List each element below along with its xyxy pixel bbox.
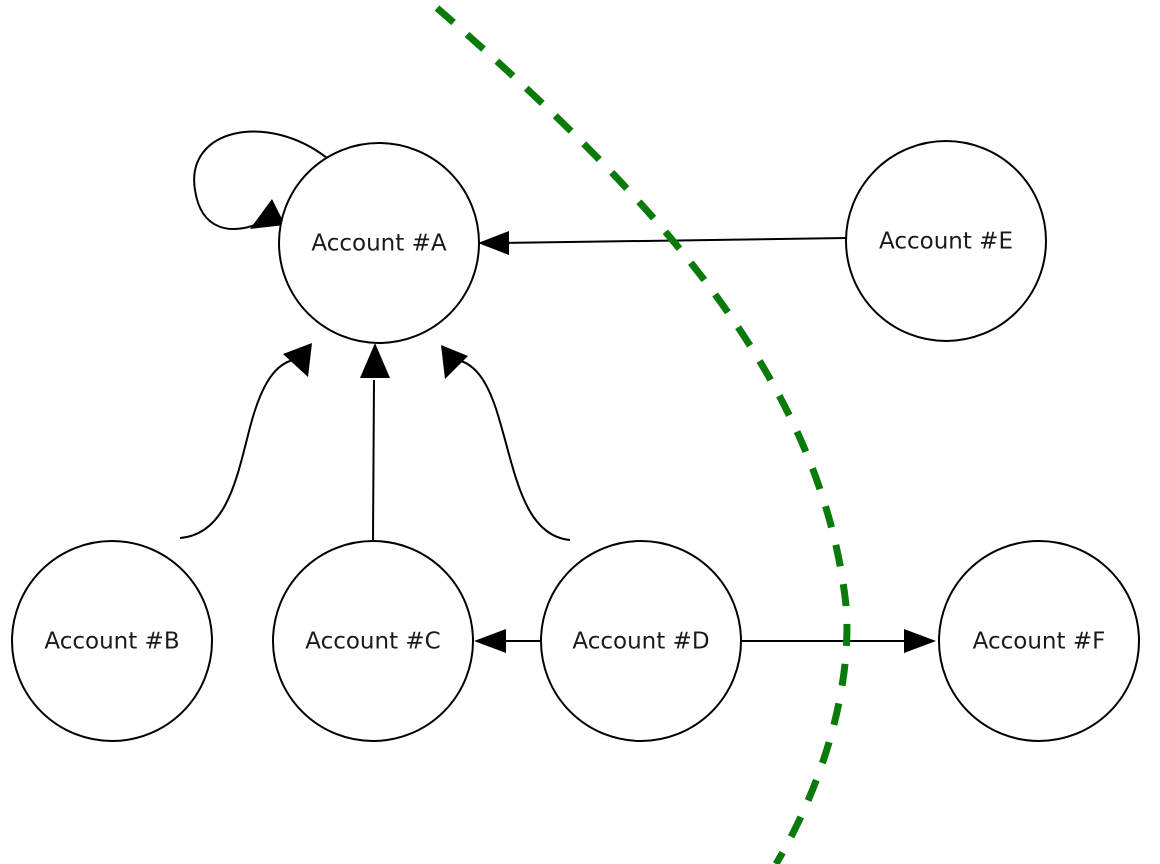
- edge-c-to-a-path: [372, 379, 375, 541]
- node-account-a[interactable]: Account #A: [278, 142, 480, 344]
- edge-d-to-a[interactable]: [441, 345, 571, 541]
- edge-a-to-a[interactable]: [193, 130, 328, 230]
- edge-e-to-a[interactable]: [478, 231, 847, 255]
- node-account-c[interactable]: Account #C: [272, 540, 474, 742]
- edge-c-to-a-arrowhead: [360, 343, 390, 378]
- edge-a-to-a-arrowhead: [250, 199, 285, 229]
- node-account-b[interactable]: Account #B: [11, 540, 213, 742]
- edge-d-to-c-arrowhead: [474, 629, 506, 653]
- edge-d-to-a-hit[interactable]: [461, 361, 570, 540]
- node-account-d[interactable]: Account #D: [540, 540, 742, 742]
- edge-b-to-a[interactable]: [179, 343, 312, 539]
- edge-d-to-a-path: [460, 360, 571, 541]
- jurisdiction-boundary-curve: [434, 5, 851, 864]
- edge-b-to-a-arrowhead: [283, 343, 312, 377]
- edge-e-to-a-arrowhead: [478, 231, 509, 255]
- node-account-f[interactable]: Account #F: [938, 540, 1140, 742]
- node-account-d-circle[interactable]: [540, 540, 742, 742]
- edge-b-to-a-hit[interactable]: [180, 360, 293, 538]
- node-account-b-circle[interactable]: [11, 540, 213, 742]
- node-account-c-circle[interactable]: [272, 540, 474, 742]
- node-account-a-circle[interactable]: [278, 142, 480, 344]
- edge-d-to-f[interactable]: [741, 629, 936, 653]
- node-account-f-circle[interactable]: [938, 540, 1140, 742]
- node-account-e[interactable]: Account #E: [845, 140, 1047, 342]
- edge-a-to-a-path: [193, 130, 328, 230]
- edge-c-to-a-hit[interactable]: [373, 380, 374, 540]
- edge-b-to-a-path: [179, 359, 294, 539]
- edge-d-to-a-arrowhead: [441, 345, 468, 379]
- node-account-e-circle[interactable]: [845, 140, 1047, 342]
- edge-d-to-c[interactable]: [474, 629, 541, 653]
- edge-c-to-a[interactable]: [360, 343, 390, 541]
- edge-d-to-f-arrowhead: [904, 629, 936, 653]
